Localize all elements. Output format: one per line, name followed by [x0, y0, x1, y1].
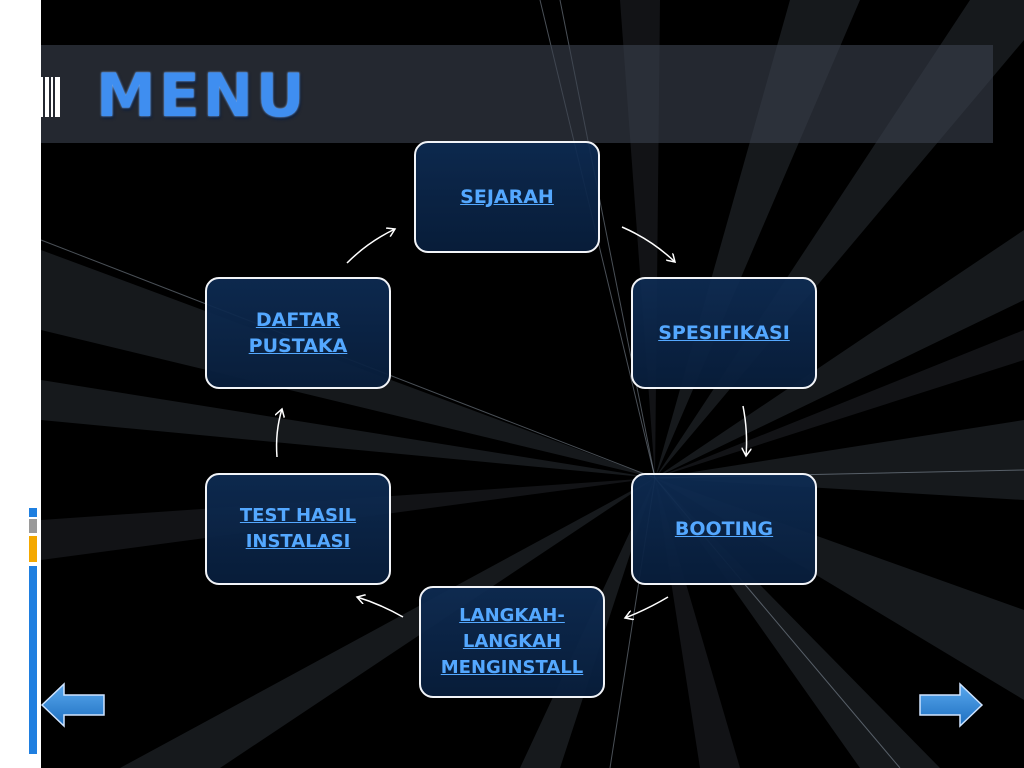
menu-item-test-hasil-instalasi[interactable]: TEST HASIL INSTALASI — [205, 473, 391, 585]
arrow-right-icon — [919, 682, 984, 728]
menu-item-label[interactable]: DAFTAR PUSTAKA — [248, 309, 348, 357]
menu-item-label[interactable]: BOOTING — [674, 518, 774, 540]
menu-item-daftar-pustaka[interactable]: DAFTAR PUSTAKA — [205, 277, 391, 389]
menu-item-label[interactable]: LANGKAH- LANGKAH MENGINSTALL — [440, 605, 584, 678]
barcode-decoration-icon — [24, 77, 60, 117]
menu-item-spesifikasi[interactable]: SPESIFIKASI — [631, 277, 817, 389]
prev-slide-button[interactable] — [40, 681, 106, 729]
side-decoration-gray — [29, 519, 37, 533]
side-decoration-bar — [29, 566, 37, 754]
menu-item-booting[interactable]: BOOTING — [631, 473, 817, 585]
menu-item-label[interactable]: SEJARAH — [460, 186, 554, 208]
arrow-left-icon — [40, 682, 105, 728]
title-band — [41, 45, 993, 143]
page-title: MENU — [96, 61, 308, 131]
menu-item-langkah-menginstall[interactable]: LANGKAH- LANGKAH MENGINSTALL — [419, 586, 605, 698]
next-slide-button[interactable] — [918, 681, 984, 729]
menu-item-label[interactable]: SPESIFIKASI — [658, 322, 790, 344]
side-decoration-orange — [29, 536, 37, 562]
side-decoration-blue — [29, 508, 37, 517]
menu-item-label[interactable]: TEST HASIL INSTALASI — [239, 505, 357, 552]
menu-item-sejarah[interactable]: SEJARAH — [414, 141, 600, 253]
